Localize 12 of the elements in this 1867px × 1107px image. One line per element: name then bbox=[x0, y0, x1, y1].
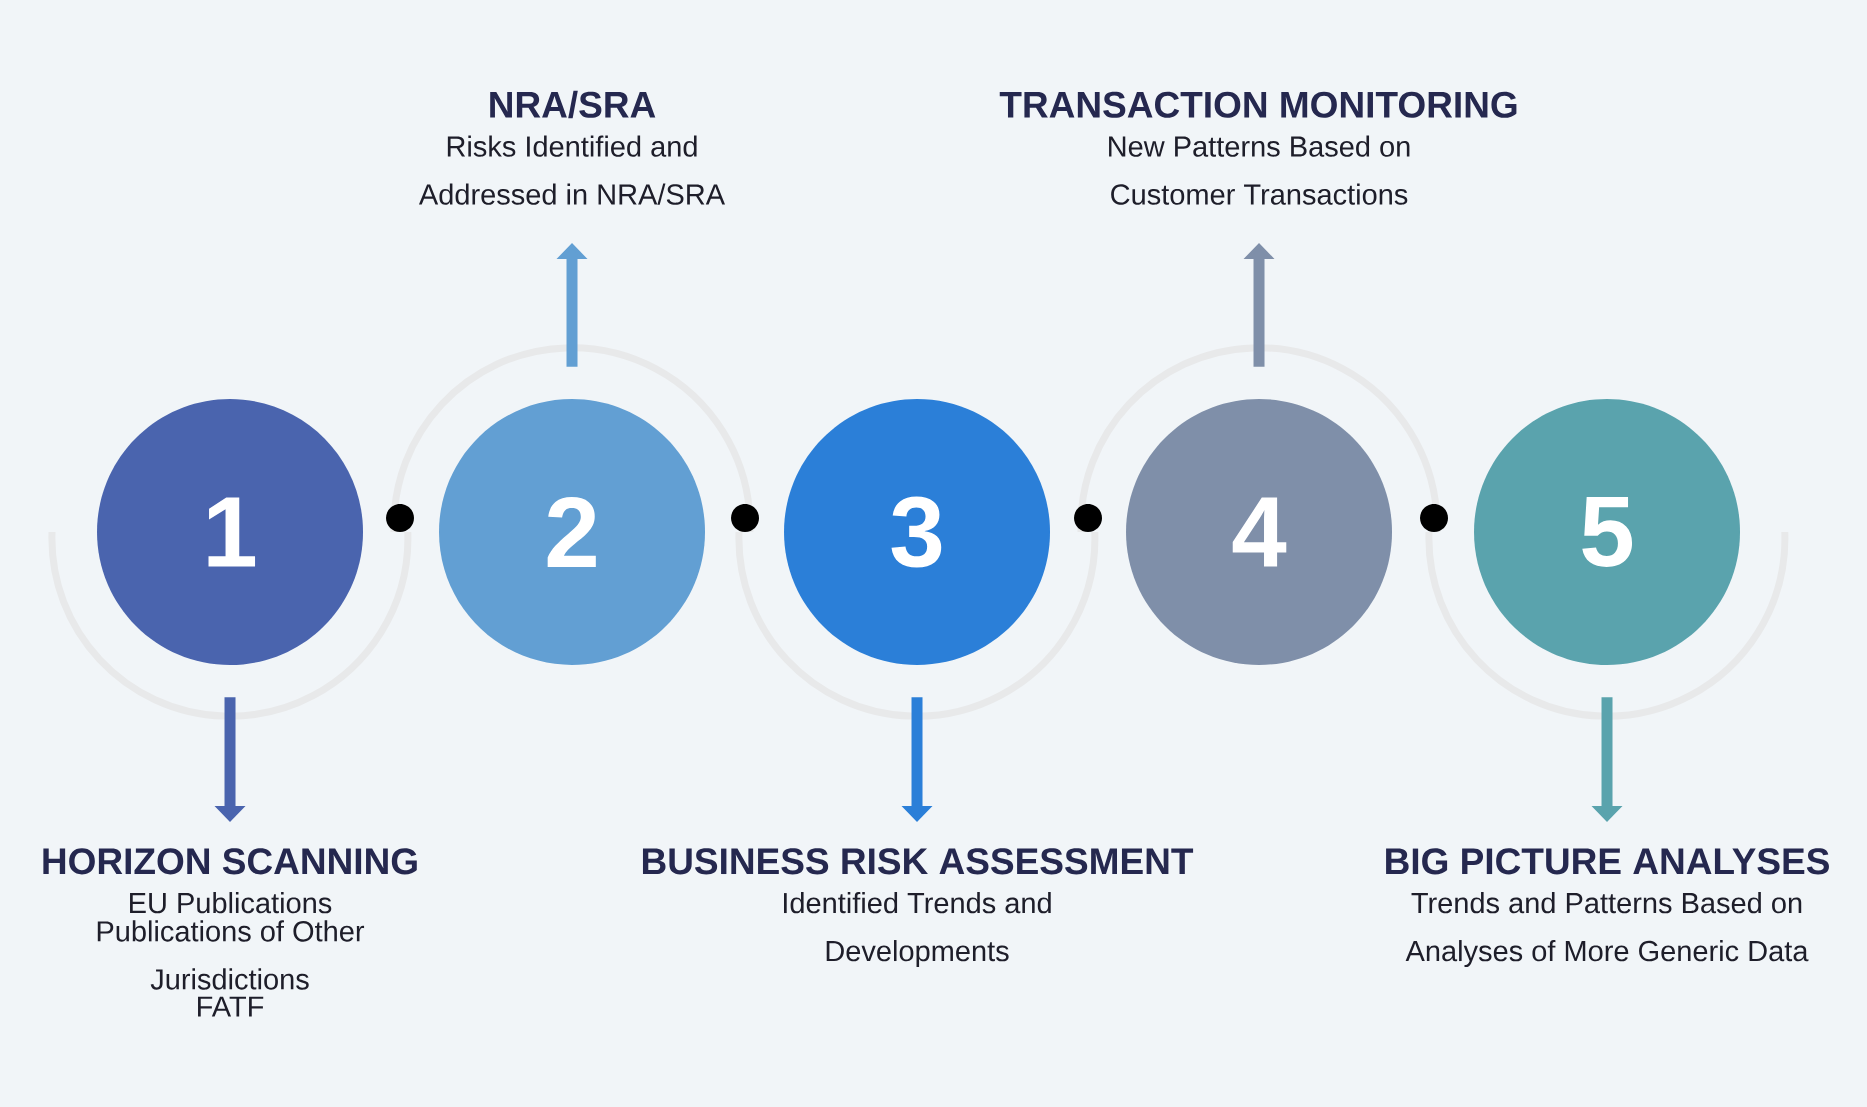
step-heading: NRA/SRA bbox=[490, 90, 656, 119]
step-description: Identified Trends and Developments bbox=[784, 892, 1051, 968]
step-heading: BUSINESS RISK ASSESSMENT bbox=[642, 848, 1194, 875]
step-heading: TRANSACTION MONITORING bbox=[999, 91, 1517, 118]
step-heading: HORIZON SCANNING bbox=[43, 848, 417, 875]
step-description: EU Publications bbox=[130, 892, 332, 914]
step-description: FATF bbox=[198, 996, 264, 1017]
step-description: New Patterns Based on Customer Transactions bbox=[1109, 135, 1410, 205]
step-description: Risks Identified and Addressed in NRA/SRA bbox=[418, 135, 725, 205]
step-description: Publications of Other Jurisdictions bbox=[97, 920, 365, 990]
step-description: Trends and Patterns Based on Analyses of More Generic Data bbox=[1405, 892, 1809, 968]
step-heading: BIG PICTURE ANALYSES bbox=[1386, 848, 1829, 875]
